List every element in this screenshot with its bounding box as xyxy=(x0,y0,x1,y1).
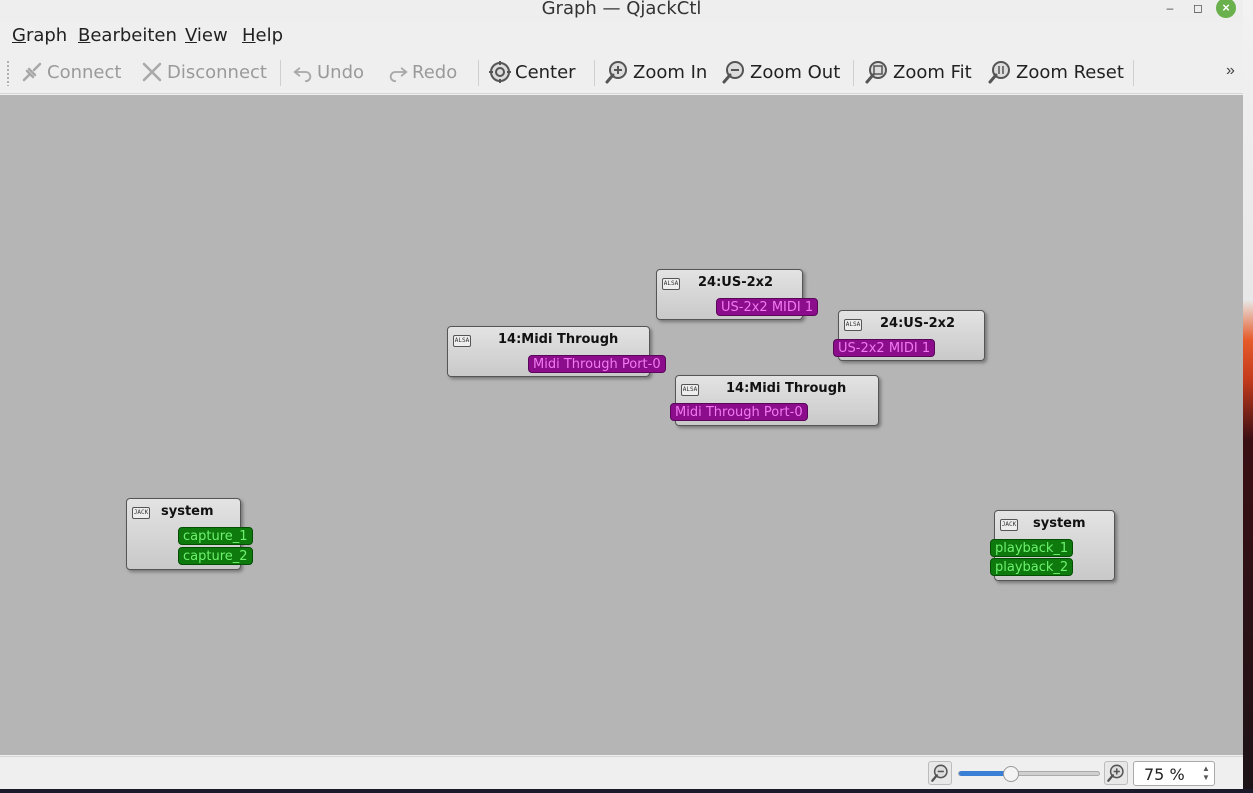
toolbar-grip[interactable] xyxy=(6,60,10,86)
status-bar: 75 % ▲▼ xyxy=(0,756,1243,790)
node-title: 14:Midi Through xyxy=(498,332,619,347)
port-playback-1[interactable]: playback_1 xyxy=(990,539,1074,557)
zoom-in-small-button[interactable] xyxy=(1104,761,1128,785)
center-icon xyxy=(489,61,511,83)
toolbar-separator xyxy=(1133,60,1134,86)
port-midi-through-out[interactable]: Midi Through Port-0 xyxy=(528,355,666,373)
alsa-icon: ALSA xyxy=(453,335,471,347)
node-title: 24:US-2x2 xyxy=(698,275,774,290)
alsa-icon: ALSA xyxy=(681,384,699,396)
menu-bar: Graph Bearbeiten View Help xyxy=(0,22,1243,50)
close-button[interactable]: × xyxy=(1216,0,1236,18)
menu-bearbeiten[interactable]: Bearbeiten xyxy=(78,25,177,46)
undo-icon xyxy=(293,67,312,83)
zoom-slider[interactable] xyxy=(958,766,1100,782)
zoom-in-icon xyxy=(1107,764,1124,782)
connect-button[interactable]: Connect xyxy=(20,52,121,92)
zoom-out-button[interactable]: Zoom Out xyxy=(721,52,840,92)
maximize-button[interactable]: ◻ xyxy=(1193,1,1203,15)
desktop-background xyxy=(1243,0,1253,793)
zoom-in-button[interactable]: Zoom In xyxy=(604,52,707,92)
zoom-slider-handle[interactable] xyxy=(1002,766,1019,782)
alsa-icon: ALSA xyxy=(844,319,862,331)
disconnect-button[interactable]: Disconnect xyxy=(140,52,267,92)
redo-button[interactable]: Redo xyxy=(387,52,457,92)
zoom-fit-icon xyxy=(865,61,887,84)
zoom-reset-icon xyxy=(988,61,1010,84)
desktop-panel-edge xyxy=(0,789,1253,793)
port-capture-2[interactable]: capture_2 xyxy=(178,547,253,565)
port-playback-2[interactable]: playback_2 xyxy=(990,558,1074,576)
jack-icon: JACK xyxy=(1000,519,1018,531)
redo-icon xyxy=(389,67,408,83)
port-us2x2-midi-in[interactable]: US-2x2 MIDI 1 xyxy=(833,339,936,357)
node-title: system xyxy=(161,504,214,519)
center-button[interactable]: Center xyxy=(488,52,576,92)
zoom-out-icon xyxy=(722,61,744,84)
graph-canvas[interactable]: ALSA 24:US-2x2 US-2x2 MIDI 1 ALSA 24:US-… xyxy=(0,95,1243,755)
menu-help[interactable]: Help xyxy=(242,25,284,46)
zoom-reset-button[interactable]: Zoom Reset xyxy=(987,52,1124,92)
node-title: 14:Midi Through xyxy=(726,381,847,396)
port-midi-through-in[interactable]: Midi Through Port-0 xyxy=(670,403,808,421)
port-capture-1[interactable]: capture_1 xyxy=(178,527,253,545)
node-title: 24:US-2x2 xyxy=(880,316,956,331)
toolbar: Connect Disconnect Undo Redo Center Zoom… xyxy=(0,52,1243,94)
zoom-in-icon xyxy=(605,61,627,84)
zoom-spin-arrows[interactable]: ▲▼ xyxy=(1202,764,1210,782)
disconnect-icon xyxy=(142,62,162,82)
menu-graph[interactable]: Graph xyxy=(12,25,68,46)
toolbar-separator xyxy=(853,60,854,86)
toolbar-overflow-button[interactable]: » xyxy=(1226,62,1235,79)
toolbar-separator xyxy=(594,60,595,86)
zoom-value: 75 % xyxy=(1144,765,1185,784)
alsa-icon: ALSA xyxy=(662,278,680,290)
menu-view[interactable]: View xyxy=(185,25,228,46)
zoom-out-small-button[interactable] xyxy=(928,761,952,785)
zoom-slider-fill xyxy=(959,771,1011,776)
undo-button[interactable]: Undo xyxy=(292,52,364,92)
toolbar-separator xyxy=(280,60,281,86)
zoom-out-icon xyxy=(931,764,948,782)
connect-icon xyxy=(22,62,42,82)
zoom-fit-button[interactable]: Zoom Fit xyxy=(864,52,972,92)
toolbar-separator xyxy=(478,60,479,86)
zoom-spinbox[interactable]: 75 % ▲▼ xyxy=(1133,761,1215,786)
node-title: system xyxy=(1033,516,1086,531)
window-title: Graph — QjackCtl xyxy=(541,0,702,19)
minimize-button[interactable]: – xyxy=(1166,1,1174,15)
port-us2x2-midi-out[interactable]: US-2x2 MIDI 1 xyxy=(716,298,819,316)
jack-icon: JACK xyxy=(132,507,150,519)
title-bar: Graph — QjackCtl – ◻ × xyxy=(0,0,1243,22)
